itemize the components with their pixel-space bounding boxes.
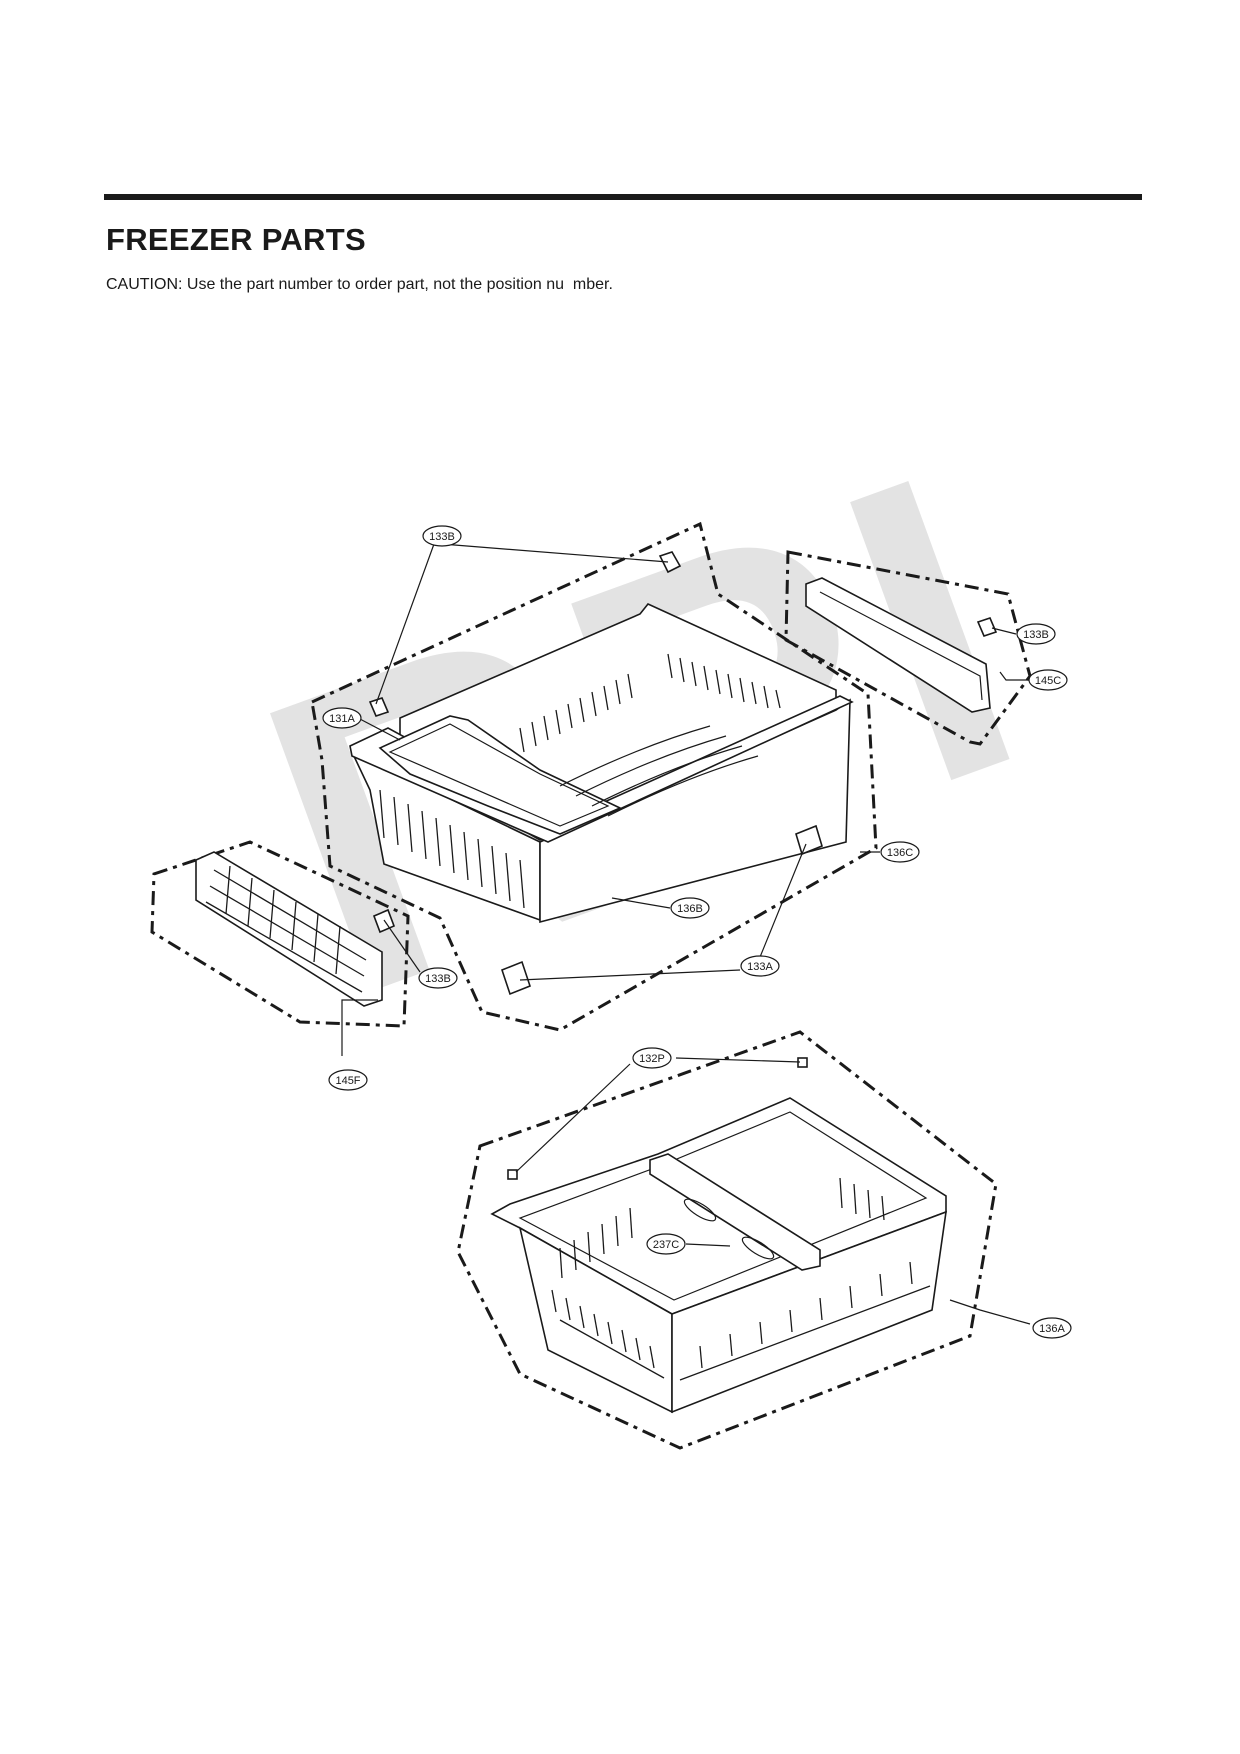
- caution-note: CAUTION: Use the part number to order pa…: [106, 276, 613, 293]
- upper-tray-group: [310, 521, 878, 1032]
- callout-label: 237C: [653, 1239, 679, 1251]
- divider-handle-right: [741, 1236, 775, 1260]
- basket-divider-237c: [649, 1153, 821, 1271]
- callout-label: 145F: [335, 1075, 360, 1087]
- stopper-132p-left: [507, 1169, 518, 1180]
- rail-145c: [805, 577, 991, 713]
- rail-145c-edge: [819, 591, 983, 701]
- callout-label: 136A: [1039, 1323, 1065, 1335]
- lower-basket-group: [456, 1030, 998, 1450]
- callout-145f: 145F: [328, 1069, 368, 1091]
- rail-145f: [195, 851, 383, 1007]
- callout-136b: 136B: [670, 897, 710, 919]
- callout-label: 133A: [747, 961, 773, 973]
- callout-133b-top: 133B: [422, 525, 462, 547]
- tray-left-wall: [350, 750, 541, 922]
- page-title: FREEZER PARTS: [106, 222, 366, 257]
- callout-131a: 131A: [322, 707, 362, 729]
- callout-label: 145C: [1035, 675, 1061, 687]
- basket-wall-ribs: [551, 1261, 913, 1369]
- callout-136c: 136C: [880, 841, 920, 863]
- callout-label: 136B: [677, 903, 703, 915]
- callout-136a: 136A: [1032, 1317, 1072, 1339]
- stopper-133b-lower-left: [368, 697, 390, 717]
- callout-label: 131A: [329, 713, 355, 725]
- upper-tray-boundary: [310, 521, 878, 1032]
- header-rule: [104, 194, 1142, 200]
- basket-inner-rim: [518, 1111, 928, 1301]
- right-rail-group: [784, 550, 1032, 746]
- right-rail-boundary: [784, 550, 1032, 746]
- basket-side-slots: [559, 1177, 931, 1381]
- rail-145f-grid: [205, 865, 367, 993]
- roller-133a-left: [501, 960, 531, 996]
- callout-132p: 132P: [632, 1047, 672, 1069]
- tray-floor-ribs: [559, 725, 759, 817]
- callout-133b-right: 133B: [1016, 623, 1056, 645]
- callout-label: 133B: [425, 973, 451, 985]
- tray-back-slots: [519, 653, 781, 753]
- callout-label: 133B: [429, 531, 455, 543]
- callout-label: 132P: [639, 1053, 665, 1065]
- roller-133a-right: [795, 824, 823, 856]
- callout-145c: 145C: [1028, 669, 1068, 691]
- left-rail-boundary: [150, 840, 410, 1028]
- callout-133b-left: 133B: [418, 967, 458, 989]
- tray-insert-131a: [378, 715, 622, 835]
- tray-side-slots: [379, 789, 525, 909]
- callout-133a: 133A: [740, 955, 780, 977]
- callout-237c: 237C: [646, 1233, 686, 1255]
- leader-lines: [341, 543, 1031, 1325]
- divider-handle-left: [683, 1198, 717, 1222]
- callout-label: 136C: [887, 847, 913, 859]
- tray-insert-lip: [388, 723, 610, 827]
- left-rail-group: [150, 840, 410, 1028]
- stopper-133b-top: [658, 551, 682, 574]
- callout-label: 133B: [1023, 629, 1049, 641]
- stopper-133b-rail: [976, 617, 998, 637]
- upper-freezer-tray-136b: [349, 603, 854, 924]
- basket-136a: [490, 1097, 947, 1414]
- basket-right-wall: [671, 1210, 947, 1414]
- lower-basket-boundary: [456, 1030, 998, 1450]
